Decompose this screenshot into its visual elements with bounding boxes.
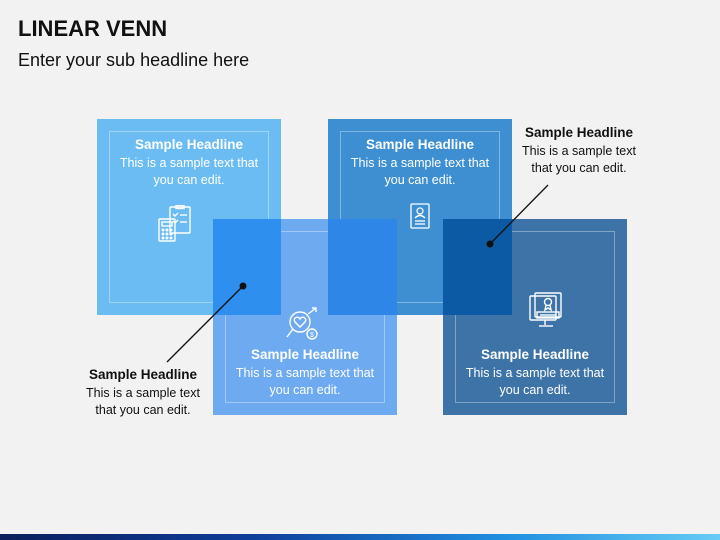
bottom-gradient-bar: [0, 534, 720, 540]
overlap-1-3: [213, 219, 281, 315]
box-1-body-line1: This is a sample text that: [119, 156, 259, 170]
box-4-body-line2: you can edit.: [499, 383, 571, 397]
box-3-headline: Sample Headline: [250, 347, 360, 362]
callout-left-body-line2: that you can edit.: [95, 403, 191, 417]
callout-dot-left: [239, 282, 247, 290]
callout-right-headline: Sample Headline: [524, 125, 634, 140]
box-4-body-line1: This is a sample text that: [465, 366, 605, 380]
box-4-text: Sample Headline This is a sample text th…: [443, 347, 627, 399]
box-3-body-line1: This is a sample text that: [235, 366, 375, 380]
box-1-headline: Sample Headline: [134, 137, 244, 152]
callout-right-body-line2: that you can edit.: [531, 161, 627, 175]
box-4-headline: Sample Headline: [480, 347, 590, 362]
box-2-text: Sample Headline This is a sample text th…: [328, 137, 512, 189]
callout-left-headline: Sample Headline: [88, 367, 198, 382]
callout-line-right: [489, 184, 549, 245]
box-3-text: Sample Headline This is a sample text th…: [213, 347, 397, 399]
certificate-monitor-icon: [529, 292, 562, 327]
box-3-body-line2: you can edit.: [269, 383, 341, 397]
overlap-2-4: [443, 219, 512, 315]
svg-text:$: $: [310, 332, 314, 339]
overlap-2-3: [328, 219, 397, 315]
heart-magnifier-coin-icon: $: [286, 307, 318, 340]
resume-document-icon: [410, 203, 430, 229]
box-2-body-line1: This is a sample text that: [350, 156, 490, 170]
callout-left: Sample Headline This is a sample text th…: [73, 367, 213, 419]
box-1-body-line2: you can edit.: [153, 173, 225, 187]
callout-right-body-line1: This is a sample text: [522, 144, 636, 158]
page-title: LINEAR VENN: [18, 16, 168, 41]
callout-dot-right: [486, 240, 494, 248]
calculator-checklist-icon: [158, 205, 191, 242]
callout-right: Sample Headline This is a sample text th…: [509, 125, 649, 177]
page-subtitle: Enter your sub headline here: [18, 50, 250, 70]
box-1-text: Sample Headline This is a sample text th…: [97, 137, 281, 189]
callout-line-left: [166, 285, 244, 363]
box-2-headline: Sample Headline: [365, 137, 475, 152]
callout-left-body-line1: This is a sample text: [86, 386, 200, 400]
box-2-body-line2: you can edit.: [384, 173, 456, 187]
